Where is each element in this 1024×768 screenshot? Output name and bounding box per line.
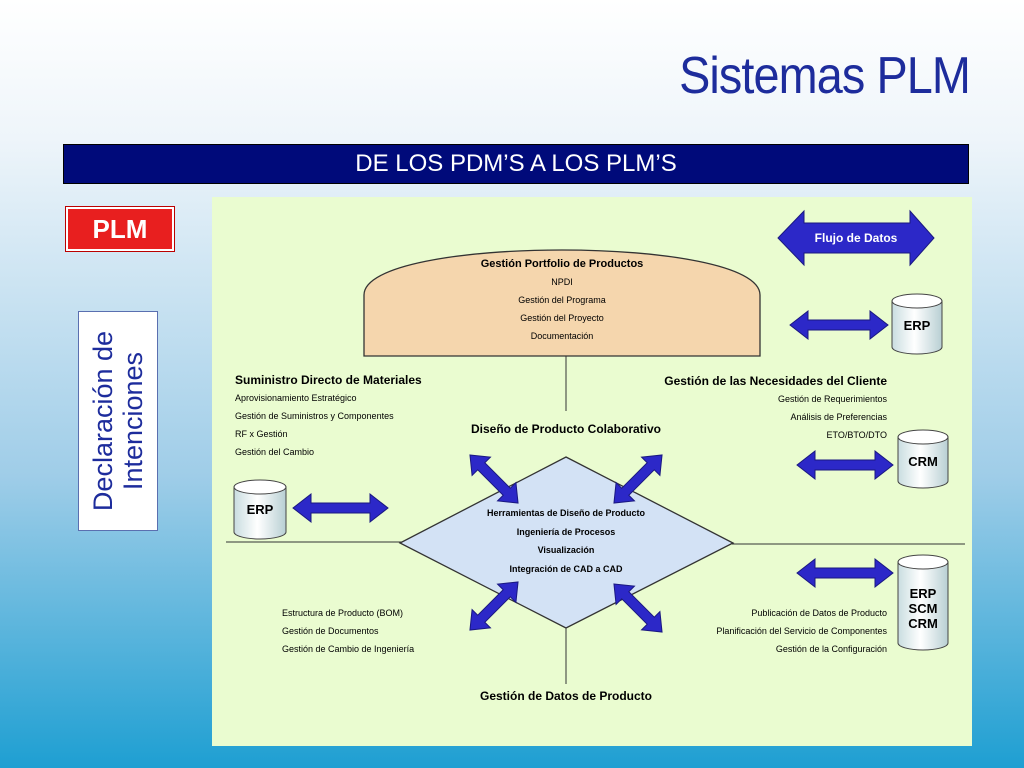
customer-item: Análisis de Preferencias <box>790 412 887 422</box>
portfolio-item: Gestión del Programa <box>518 295 606 305</box>
tools-item: Visualización <box>537 545 595 555</box>
tools-item: Integración de CAD a CAD <box>509 563 623 574</box>
pdm-heading: Gestión de Datos de Producto <box>479 689 653 703</box>
plm-badge: PLM <box>66 207 174 251</box>
publication-item: Planificación del Servicio de Componente… <box>716 626 887 636</box>
tools-item: Herramientas de Diseño de Producto <box>486 508 646 518</box>
tools-diamond <box>398 456 735 629</box>
portfolio-text: Gestión Portfolio de Productos NPDI Gest… <box>364 255 760 345</box>
collab-heading: Diseño de Producto Colaborativo <box>470 422 662 436</box>
arrow-diag-lower-left <box>469 581 519 631</box>
declaration-line-2: Intenciones <box>118 351 148 491</box>
arrow-erp-left <box>292 492 389 524</box>
bom-item: Gestión de Cambio de Ingeniería <box>282 644 415 654</box>
database-crm-icon <box>897 429 949 489</box>
publication-item: Publicación de Datos de Producto <box>751 608 887 618</box>
database-multi-label: ERP SCM CRM <box>898 586 948 631</box>
tools-item: Ingeniería de Procesos <box>516 526 616 537</box>
declaration-box: Declaración de Intenciones <box>78 311 158 531</box>
bom-item: Estructura de Producto (BOM) <box>282 608 404 618</box>
arrow-diag-upper-right <box>613 454 663 504</box>
portfolio-item: Gestión del Proyecto <box>520 313 604 323</box>
supply-item: Aprovisionamiento Estratégico <box>235 393 357 403</box>
customer-item: ETO/BTO/DTO <box>826 430 887 440</box>
database-crm-label: CRM <box>908 454 938 469</box>
arrow-crm <box>796 449 894 481</box>
arrow-erp-top <box>789 309 889 341</box>
supply-item: Gestión de Suministros y Componentes <box>235 411 394 421</box>
arrow-diag-lower-right <box>613 583 663 633</box>
database-erp-scm-crm-icon <box>897 554 949 651</box>
plm-diagram-panel: Flujo de Datos Gestión Portfolio de Prod… <box>212 197 972 746</box>
customer-item: Gestión de Requerimientos <box>777 394 887 404</box>
slide-title: Sistemas PLM <box>679 47 971 105</box>
publication-item: Gestión de la Configuración <box>775 644 887 654</box>
supply-item: RF x Gestión <box>235 429 288 439</box>
database-multi-item: SCM <box>908 601 938 616</box>
declaration-label: Declaración de Intenciones <box>88 311 148 531</box>
database-erp-left-label: ERP <box>246 502 274 517</box>
portfolio-item: Documentación <box>530 331 594 341</box>
arrow-erp-scm-crm <box>796 557 894 589</box>
diagram-canvas <box>226 209 965 684</box>
section-banner: DE LOS PDM’S A LOS PLM’S <box>63 144 969 184</box>
tools-text: Herramientas de Diseño de Producto Ingen… <box>416 504 716 578</box>
portfolio-heading: Gestión Portfolio de Productos <box>480 258 644 270</box>
portfolio-item: NPDI <box>551 277 573 287</box>
declaration-line-1: Declaración de <box>88 330 118 512</box>
database-erp-left-icon <box>233 479 287 540</box>
supply-item: Gestión del Cambio <box>235 447 315 457</box>
database-multi-item: CRM <box>908 616 938 631</box>
supply-heading: Suministro Directo de Materiales <box>235 373 422 387</box>
flow-legend-arrow <box>777 209 935 267</box>
customer-heading: Gestión de las Necesidades del Cliente <box>664 374 887 388</box>
database-erp-top-label: ERP <box>903 318 931 333</box>
database-erp-top-icon <box>891 293 943 355</box>
bom-item: Gestión de Documentos <box>282 626 379 636</box>
database-multi-item: ERP <box>909 586 937 601</box>
flow-legend-label: Flujo de Datos <box>814 231 898 245</box>
arrow-diag-upper-left <box>469 454 519 504</box>
portfolio-shape <box>363 249 761 357</box>
